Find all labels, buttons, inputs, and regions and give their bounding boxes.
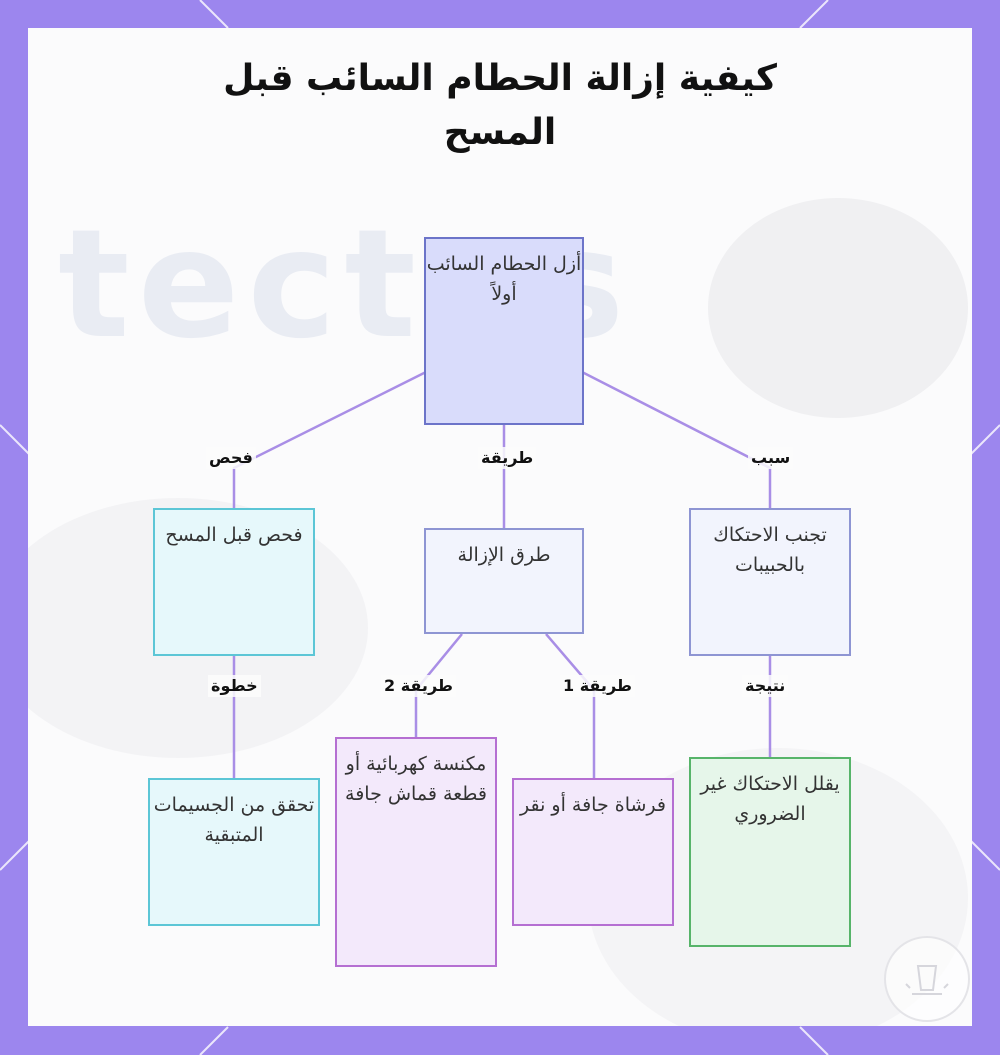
edge-root-inspect: [232, 370, 427, 508]
edge-label-result: نتيجة: [742, 675, 789, 697]
edge-label-step: خطوة: [208, 675, 261, 697]
edge-label-inspect: فحص: [206, 447, 256, 469]
node-vacuum-or-cloth: مكنسة كهربائية أو قطعة قماش جافة: [335, 737, 497, 967]
node-avoid-friction: تجنب الاحتكاك بالحبيبات: [689, 508, 851, 656]
edge-methods-brush: [545, 633, 596, 778]
node-check-remaining-particles: تحقق من الجسيمات المتبقية: [148, 778, 320, 926]
edge-label-reason: سبب: [748, 447, 794, 469]
node-remove-debris: أزل الحطام السائب أولاً: [424, 237, 584, 425]
node-reduce-friction: يقلل الاحتكاك غير الضروري: [689, 757, 851, 947]
edge-label-method: طريقة: [478, 447, 537, 469]
brand-logo-icon: [884, 936, 970, 1022]
edge-label-method1: طريقة 1: [560, 675, 635, 697]
node-inspect-before-scan: فحص قبل المسح: [153, 508, 315, 656]
background-blob: [708, 198, 968, 418]
diagram-title: كيفية إزالة الحطام السائب قبل المسح: [223, 58, 777, 153]
node-dry-brush-or-tap: فرشاة جافة أو نقر: [512, 778, 674, 926]
node-removal-methods: طرق الإزالة: [424, 528, 584, 634]
edge-root-avoid: [581, 370, 772, 508]
edge-label-method2: طريقة 2: [381, 675, 456, 697]
